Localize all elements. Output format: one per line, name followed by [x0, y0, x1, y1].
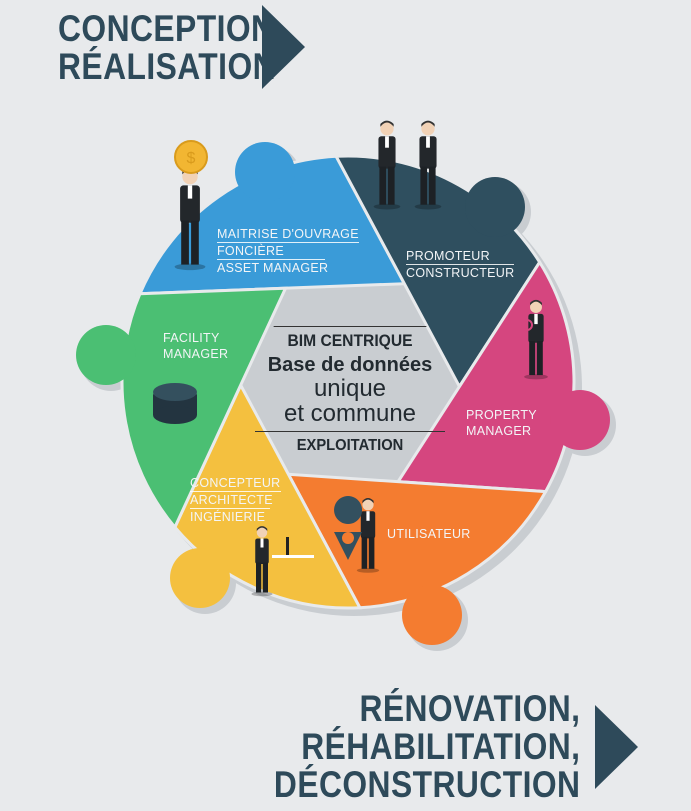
- arrow-right-icon: [595, 705, 638, 789]
- bubble-pink: [550, 390, 610, 450]
- database-base: [153, 406, 197, 424]
- center-subtitle: unique: [313, 375, 387, 402]
- location-pin-icon: [334, 496, 363, 560]
- phase-title-conception: CONCEPTION, RÉALISATION: [58, 10, 284, 86]
- arrow-right-icon: [262, 5, 305, 89]
- label-line: INGÉNIERIE: [190, 510, 266, 524]
- label-line: MAITRISE D'OUVRAGE: [217, 227, 359, 243]
- phase-title-renovation: RÉNOVATION, RÉHABILITATION, DÉCONSTRUCTI…: [273, 690, 580, 804]
- label-line: MANAGER: [163, 347, 229, 361]
- center-title: Base de données: [267, 354, 433, 376]
- person-magnifier-icon: [524, 299, 548, 380]
- segment-label-maitrise-ouvrage: MAITRISE D'OUVRAGE FONCIÈRE ASSET MANAGE…: [217, 226, 359, 276]
- bubble-yellow: [170, 548, 230, 608]
- segment-blue: [137, 154, 407, 296]
- person-at-desk-icon: [251, 526, 273, 597]
- segment-label-utilisateur: UTILISATEUR: [387, 526, 471, 542]
- title-line: RÉNOVATION,: [359, 688, 580, 729]
- businessman-icon: [373, 120, 401, 210]
- title-line: DÉCONSTRUCTION: [273, 764, 580, 805]
- label-line: PROMOTEUR: [406, 248, 515, 265]
- center-subtitle: et commune: [255, 401, 445, 432]
- segment-label-facility-manager: FACILITY MANAGER: [163, 330, 228, 362]
- label-line: FACILITY: [163, 331, 220, 345]
- bubble-orange: [402, 585, 462, 645]
- segment-label-property-manager: PROPERTY MANAGER: [466, 407, 537, 439]
- label-line: ASSET MANAGER: [217, 261, 329, 275]
- title-line: RÉHABILITATION,: [300, 726, 580, 767]
- location-pin-hole: [342, 532, 354, 544]
- label-line: CONSTRUCTEUR: [406, 266, 515, 280]
- label-line: MANAGER: [466, 424, 532, 438]
- title-line: CONCEPTION,: [58, 8, 284, 49]
- label-line: ARCHITECTE: [190, 493, 273, 509]
- segment-label-concepteur: CONCEPTEUR ARCHITECTE INGÉNIERIE: [190, 475, 281, 525]
- bubble-blue: [235, 142, 295, 202]
- computer-icon: [286, 537, 289, 555]
- person-icon: [356, 498, 380, 573]
- label-line: UTILISATEUR: [387, 527, 471, 541]
- label-line: FONCIÈRE: [217, 243, 325, 260]
- desk-icon: [272, 555, 314, 558]
- segment-yellow: [173, 381, 363, 610]
- center-footer: EXPLOITATION: [296, 437, 404, 454]
- coin-icon: [174, 140, 208, 174]
- businessman-icon: [414, 120, 442, 210]
- segment-green: [120, 286, 288, 531]
- bubble-green: [76, 325, 136, 385]
- label-line: CONCEPTEUR: [190, 476, 281, 492]
- center-heading: BIM CENTRIQUE: [273, 326, 427, 351]
- dollar-sign-icon: $: [187, 150, 196, 167]
- title-line: RÉALISATION: [58, 46, 277, 87]
- database-top: [153, 383, 197, 401]
- segment-label-promoteur: PROMOTEUR CONSTRUCTEUR: [406, 248, 515, 281]
- center-text: BIM CENTRIQUE Base de données unique et …: [255, 326, 445, 455]
- magnifier-icon: [521, 319, 533, 331]
- bubble-dark: [465, 177, 525, 237]
- label-line: PROPERTY: [466, 408, 537, 422]
